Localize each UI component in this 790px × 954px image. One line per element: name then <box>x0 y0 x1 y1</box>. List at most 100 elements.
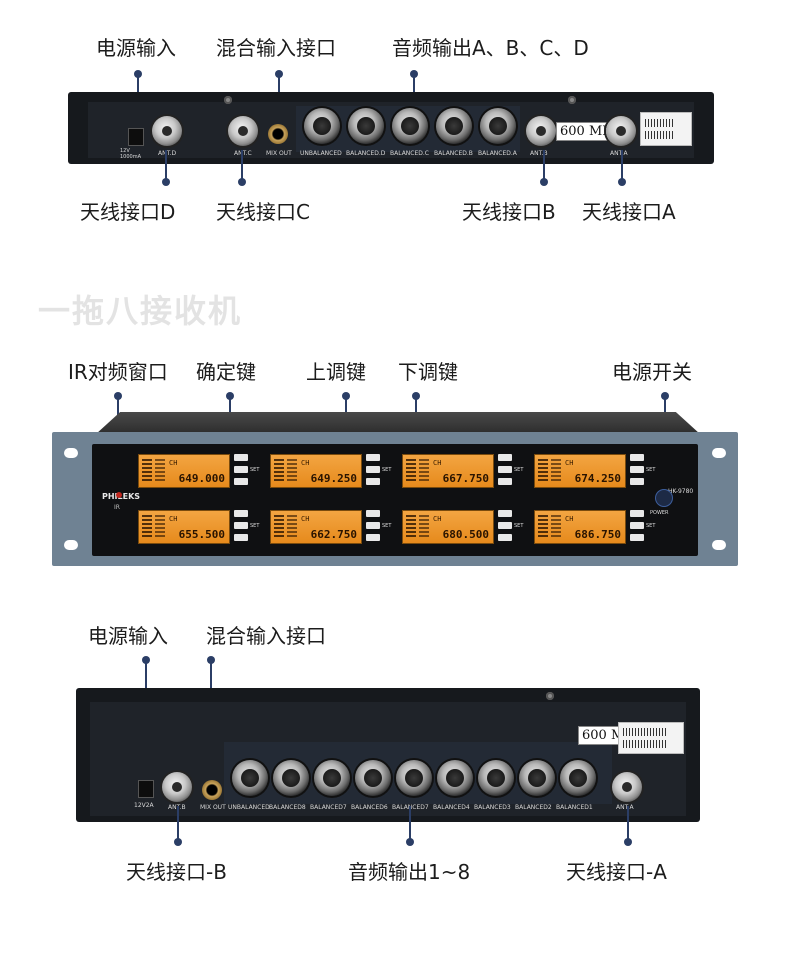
up-button[interactable] <box>498 510 512 517</box>
channel-frequency: 662.750 <box>310 528 357 541</box>
callout-ant-d: 天线接口D <box>80 200 176 224</box>
ir-window[interactable] <box>116 492 122 498</box>
down-button[interactable] <box>630 534 644 541</box>
callout-audio-out-bottom: 音频输出1~8 <box>348 860 471 884</box>
down-button[interactable] <box>234 534 248 541</box>
xlr-balanced-d[interactable] <box>348 108 384 144</box>
xlr-output[interactable] <box>314 760 350 796</box>
channel-frequency: 667.750 <box>442 472 489 485</box>
down-button[interactable] <box>498 478 512 485</box>
xlr-balanced-a[interactable] <box>480 108 516 144</box>
screw <box>224 96 232 104</box>
channel-frequency: 686.750 <box>574 528 621 541</box>
serial-sticker <box>640 112 692 146</box>
callout-audio-out-top: 音频输出A、B、C、D <box>392 36 589 60</box>
set-button[interactable] <box>498 522 512 529</box>
set-button[interactable] <box>366 466 380 473</box>
bnc-ant-c[interactable] <box>228 116 258 146</box>
xlr-output[interactable] <box>478 760 514 796</box>
up-button[interactable] <box>366 510 380 517</box>
set-button[interactable] <box>498 466 512 473</box>
chassis-lid <box>96 412 700 434</box>
xlr-output[interactable] <box>519 760 555 796</box>
pointer-dot <box>238 178 246 186</box>
bnc-ant-a-bottom[interactable] <box>612 772 642 802</box>
callout-power-input-top: 电源输入 <box>96 36 176 60</box>
pointer-line <box>177 806 179 840</box>
callout-power-switch: 电源开关 <box>612 360 692 384</box>
xlr-unbalanced[interactable] <box>304 108 340 144</box>
set-button[interactable] <box>234 466 248 473</box>
down-button[interactable] <box>234 478 248 485</box>
xlr-balanced-b[interactable] <box>436 108 472 144</box>
section-title: 一拖八接收机 <box>38 292 243 330</box>
label-xlr: BALANCED4 <box>433 804 470 811</box>
rear-panel-top: 12V 1000mA ANT.D ANT.C MIX OUT UNBALANCE… <box>68 92 714 164</box>
up-button[interactable] <box>234 454 248 461</box>
xlr-balanced-c[interactable] <box>392 108 428 144</box>
label-xlr: UNBALANCED <box>228 804 270 811</box>
set-button[interactable] <box>630 522 644 529</box>
set-button[interactable] <box>234 522 248 529</box>
label-power: 12V 1000mA <box>120 148 142 160</box>
power-button[interactable] <box>656 490 672 506</box>
label-xlr: BALANCED7 <box>310 804 347 811</box>
ir-label: IR <box>114 504 120 511</box>
set-button[interactable] <box>630 466 644 473</box>
xlr-output[interactable] <box>273 760 309 796</box>
mix-out-jack[interactable] <box>268 124 288 144</box>
pointer-dot <box>406 838 414 846</box>
set-button[interactable] <box>366 522 380 529</box>
xlr-output[interactable] <box>396 760 432 796</box>
pointer-dot <box>162 178 170 186</box>
rack-ear-hole <box>712 540 726 550</box>
screw <box>568 96 576 104</box>
rear-panel-bottom: 12V2A ANT.B MIX OUT UNBALANCEDBALANCED8B… <box>76 688 700 822</box>
channel-frequency: 655.500 <box>178 528 225 541</box>
screw <box>546 692 554 700</box>
bnc-ant-b-bottom[interactable] <box>162 772 192 802</box>
callout-confirm-key: 确定键 <box>196 360 256 384</box>
xlr-output[interactable] <box>355 760 391 796</box>
callout-ant-a-bottom: 天线接口-A <box>566 860 667 884</box>
set-label: SET <box>250 523 260 529</box>
up-button[interactable] <box>498 454 512 461</box>
channel-frequency: 649.250 <box>310 472 357 485</box>
pointer-dot <box>618 178 626 186</box>
up-button[interactable] <box>366 454 380 461</box>
pointer-line <box>627 806 629 840</box>
dc-power-jack[interactable] <box>128 128 144 146</box>
dc-power-jack[interactable] <box>138 780 154 798</box>
power-label: POWER <box>650 510 669 516</box>
set-label: SET <box>646 523 656 529</box>
down-button[interactable] <box>366 478 380 485</box>
down-button[interactable] <box>630 478 644 485</box>
rack-front: PHILEKS IR HK-9780 POWER <box>52 432 738 566</box>
bnc-ant-d[interactable] <box>152 116 182 146</box>
set-label: SET <box>514 467 524 473</box>
pointer-line <box>543 150 545 180</box>
label-xlr: BALANCED.B <box>434 150 473 157</box>
up-button[interactable] <box>630 510 644 517</box>
mix-out-jack[interactable] <box>202 780 222 800</box>
down-button[interactable] <box>366 534 380 541</box>
xlr-output[interactable] <box>560 760 596 796</box>
up-button[interactable] <box>234 510 248 517</box>
pointer-dot <box>624 838 632 846</box>
label-xlr: BALANCED.A <box>478 150 517 157</box>
bnc-ant-a[interactable] <box>606 116 636 146</box>
label-ant-b: ANT.B <box>168 804 186 811</box>
xlr-output[interactable] <box>232 760 268 796</box>
bnc-ant-b[interactable] <box>526 116 556 146</box>
callout-ant-b-bottom: 天线接口-B <box>126 860 227 884</box>
xlr-output[interactable] <box>437 760 473 796</box>
label-xlr: UNBALANCED <box>300 150 342 157</box>
pointer-dot <box>174 838 182 846</box>
down-button[interactable] <box>498 534 512 541</box>
label-xlr: BALANCED.C <box>390 150 429 157</box>
set-label: SET <box>382 467 392 473</box>
up-button[interactable] <box>630 454 644 461</box>
pointer-line <box>409 806 411 840</box>
